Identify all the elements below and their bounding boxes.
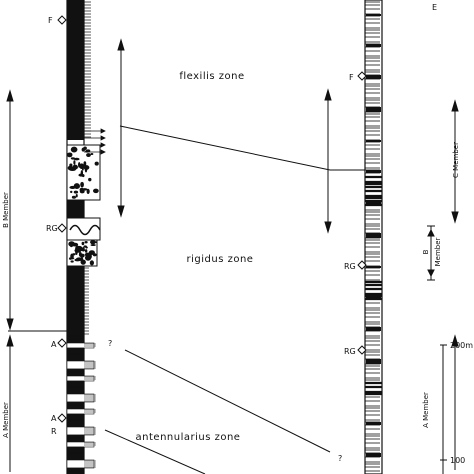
- right-marker-rg2: RG: [344, 347, 356, 356]
- lower-correlation-line: [104, 429, 206, 474]
- left-marker-rg: RG: [46, 224, 58, 233]
- top-right-label: E: [432, 3, 437, 12]
- right-member-c-label: C Member: [452, 142, 460, 178]
- rigidus-zone-label: rigidus zone: [187, 254, 254, 265]
- right-question-mark: ?: [338, 454, 342, 463]
- zone-range-arrows: [6, 38, 459, 472]
- sample-diamonds: [57, 15, 367, 423]
- right-member-b-letter: B: [422, 249, 430, 254]
- correlation-lines: [8, 125, 365, 474]
- antennularius-correlation-line: [124, 349, 331, 453]
- left-section-column: [66, 0, 101, 474]
- right-section-column: [364, 0, 383, 474]
- flexilis-correlation-line: [119, 125, 331, 171]
- left-member-a-label: A Member: [2, 402, 10, 438]
- left-marker-a1: A: [51, 340, 57, 349]
- scale-200-label: 200m: [450, 341, 473, 350]
- flexilis-zone-label: flexilis zone: [179, 71, 244, 82]
- left-question-mark: ?: [108, 339, 112, 348]
- left-marker-r: R: [51, 427, 57, 436]
- right-marker-rg1: RG: [344, 262, 356, 271]
- antennularius-zone-label: antennularius zone: [136, 432, 241, 443]
- right-marker-f: F: [349, 73, 354, 82]
- fossil-markers-left: [84, 128, 106, 155]
- left-marker-a2: A: [51, 414, 57, 423]
- left-marker-f: F: [48, 16, 53, 25]
- right-member-a-label: A Member: [422, 392, 430, 428]
- left-member-b-label: B Member: [2, 192, 10, 228]
- right-member-b-word: Member: [434, 237, 442, 266]
- scale-bar: [440, 344, 447, 474]
- scale-100-label: 100: [450, 456, 465, 465]
